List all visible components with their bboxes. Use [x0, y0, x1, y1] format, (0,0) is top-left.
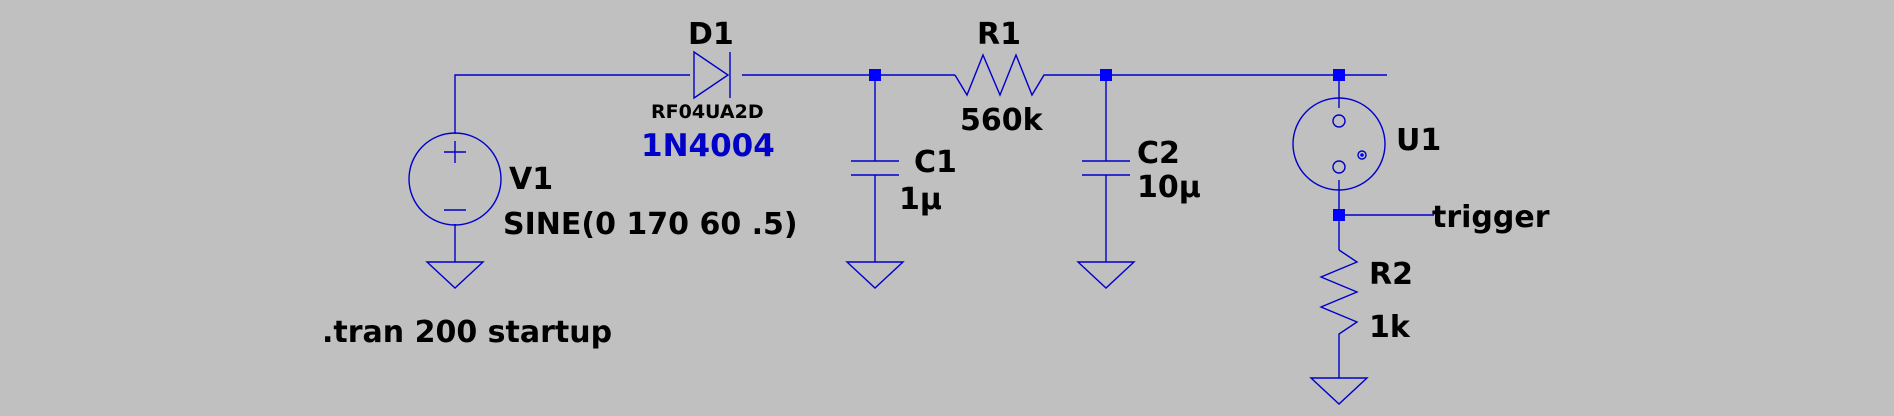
r1-ref-label[interactable]: R1 — [977, 17, 1021, 52]
d1-ref-label[interactable]: D1 — [688, 17, 734, 52]
junctions — [869, 69, 1345, 221]
junction-node-u1-top[interactable] — [1333, 69, 1345, 81]
trigger-net-label[interactable]: trigger — [1432, 200, 1550, 235]
device-u1[interactable] — [1292, 97, 1386, 191]
voltage-source-v1[interactable] — [408, 132, 502, 226]
c2-value-label[interactable]: 10μ — [1137, 170, 1201, 205]
c2-ref-label[interactable]: C2 — [1137, 136, 1180, 171]
wire-v1-to-d1[interactable] — [454, 74, 690, 134]
d1-model-label[interactable]: RF04UA2D — [651, 101, 764, 123]
capacitor-icon — [1082, 160, 1130, 176]
r2-ref-label[interactable]: R2 — [1369, 257, 1413, 292]
ground-icon-r2[interactable] — [1309, 377, 1369, 405]
grounds — [425, 261, 1369, 405]
tran-directive-label[interactable]: .tran 200 startup — [322, 315, 612, 350]
resistor-icon — [1319, 249, 1359, 340]
lamp-icon — [1292, 97, 1386, 191]
electrode-bottom-icon — [1332, 160, 1346, 174]
resistor-r1[interactable] — [954, 53, 1050, 97]
ground-icon-c2[interactable] — [1076, 261, 1136, 289]
r1-value-label[interactable]: 560k — [960, 103, 1044, 138]
ground-icon-c1[interactable] — [845, 261, 905, 289]
r2-value-label[interactable]: 1k — [1369, 310, 1411, 345]
diode-d1[interactable] — [693, 50, 731, 100]
capacitor-c2[interactable] — [1082, 160, 1130, 176]
ground-icon-v1[interactable] — [425, 261, 485, 289]
junction-node-trigger[interactable] — [1333, 209, 1345, 221]
resistor-icon — [954, 53, 1050, 97]
junction-node-c2[interactable] — [1100, 69, 1112, 81]
capacitor-icon — [851, 160, 899, 176]
resistor-r2[interactable] — [1319, 249, 1359, 340]
electrode-top-icon — [1332, 114, 1346, 128]
u1-ref-label[interactable]: U1 — [1396, 123, 1441, 158]
d1-part-label[interactable]: 1N4004 — [641, 128, 775, 164]
c1-ref-label[interactable]: C1 — [914, 145, 957, 180]
junction-node-c1[interactable] — [869, 69, 881, 81]
capacitor-c1[interactable] — [851, 160, 899, 176]
plus-sign-icon — [444, 141, 466, 163]
gas-dot-center-icon — [1360, 153, 1364, 157]
c1-value-label[interactable]: 1μ — [899, 182, 942, 217]
voltage-source-icon — [408, 132, 502, 226]
v1-value-label[interactable]: SINE(0 170 60 .5) — [503, 207, 798, 242]
labels: D1 RF04UA2D 1N4004 R1 560k V1 SINE(0 170… — [322, 17, 1550, 350]
v1-ref-label[interactable]: V1 — [509, 162, 553, 197]
gas-dot-icon — [1357, 150, 1367, 160]
diode-icon — [693, 50, 731, 100]
